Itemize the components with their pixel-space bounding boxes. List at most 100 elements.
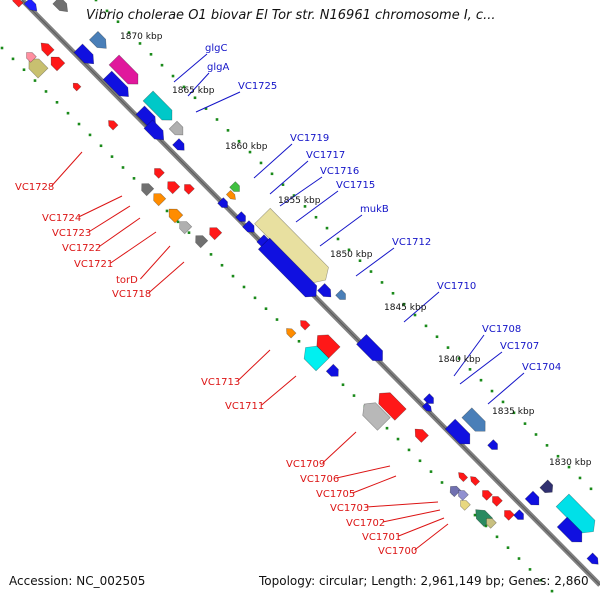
forward-gene-feature[interactable] bbox=[225, 189, 237, 201]
forward-gene-label[interactable]: mukB bbox=[360, 204, 389, 215]
forward-gene-feature[interactable] bbox=[108, 54, 143, 89]
forward-gene-feature[interactable] bbox=[513, 509, 527, 523]
reverse-gene-feature[interactable] bbox=[38, 40, 55, 57]
reverse-gene-feature[interactable] bbox=[106, 118, 119, 131]
forward-gene-label[interactable]: glgA bbox=[207, 62, 229, 73]
forward-gene-feature[interactable] bbox=[52, 0, 71, 15]
reverse-gene-label[interactable]: VC1711 bbox=[225, 401, 264, 412]
reverse-gene-feature[interactable] bbox=[164, 178, 181, 195]
forward-gene-feature[interactable] bbox=[555, 493, 600, 538]
reverse-gene-feature[interactable] bbox=[138, 180, 155, 197]
reverse-gene-label[interactable]: VC1700 bbox=[378, 546, 417, 557]
reverse-gene-feature[interactable] bbox=[502, 508, 515, 521]
reverse-gene-feature[interactable] bbox=[468, 474, 481, 487]
reverse-gene-feature[interactable] bbox=[192, 232, 209, 249]
forward-gene-feature[interactable] bbox=[229, 181, 243, 195]
reverse-gene-label[interactable]: VC1705 bbox=[316, 489, 355, 500]
reverse-gene-feature[interactable] bbox=[484, 516, 497, 529]
forward-gene-label[interactable]: VC1712 bbox=[392, 237, 431, 248]
forward-gene-feature[interactable] bbox=[335, 289, 349, 303]
forward-gene-feature[interactable] bbox=[217, 197, 231, 211]
forward-gene-feature[interactable] bbox=[356, 333, 387, 365]
reverse-gene-label[interactable]: VC1718 bbox=[112, 289, 151, 300]
reverse-gene-feature[interactable] bbox=[152, 166, 165, 179]
tick-dot bbox=[55, 101, 59, 104]
forward-gene-feature[interactable] bbox=[423, 393, 437, 407]
forward-gene-label[interactable]: VC1717 bbox=[306, 150, 345, 161]
forward-gene-label[interactable]: VC1719 bbox=[290, 133, 329, 144]
reverse-gene-feature[interactable] bbox=[490, 494, 503, 507]
reverse-gene-feature[interactable] bbox=[447, 483, 462, 498]
forward-gene-feature[interactable] bbox=[172, 138, 188, 154]
reverse-gene-feature[interactable] bbox=[176, 218, 193, 235]
forward-gene-feature[interactable] bbox=[461, 407, 490, 436]
forward-gene-label[interactable]: VC1715 bbox=[336, 180, 375, 191]
reverse-gene-feature[interactable] bbox=[9, 0, 24, 8]
reverse-gene-feature[interactable] bbox=[24, 50, 37, 63]
reverse-gene-feature[interactable] bbox=[150, 190, 167, 207]
forward-gene-label[interactable]: VC1710 bbox=[437, 281, 476, 292]
reverse-gene-feature[interactable] bbox=[312, 330, 341, 359]
forward-gene-feature[interactable] bbox=[325, 363, 342, 380]
reverse-gene-label[interactable]: VC1701 bbox=[362, 532, 401, 543]
forward-gene-label[interactable]: VC1707 bbox=[500, 341, 539, 352]
tick-dot bbox=[369, 270, 373, 273]
forward-gene-feature[interactable] bbox=[143, 119, 168, 144]
forward-gene-feature[interactable] bbox=[524, 490, 543, 509]
forward-gene-feature[interactable] bbox=[556, 516, 587, 547]
reverse-gene-label[interactable]: VC1706 bbox=[300, 474, 339, 485]
forward-gene-feature[interactable] bbox=[317, 283, 335, 301]
forward-gene-label[interactable]: VC1725 bbox=[238, 81, 277, 92]
reverse-gene-feature[interactable] bbox=[24, 54, 49, 79]
forward-gene-feature[interactable] bbox=[73, 43, 98, 68]
tick-dot bbox=[578, 476, 582, 480]
forward-gene-feature[interactable] bbox=[586, 552, 600, 567]
reverse-gene-feature[interactable] bbox=[206, 224, 223, 241]
reverse-gene-label[interactable]: VC1728 bbox=[15, 182, 54, 193]
reverse-gene-feature[interactable] bbox=[47, 53, 66, 72]
forward-gene-feature[interactable] bbox=[23, 0, 40, 14]
reverse-gene-feature[interactable] bbox=[182, 182, 195, 195]
tick-dot bbox=[22, 68, 26, 72]
reverse-gene-label[interactable]: torD bbox=[116, 275, 138, 286]
tick-dot bbox=[490, 389, 494, 393]
reverse-gene-feature[interactable] bbox=[298, 318, 311, 331]
forward-gene-feature[interactable] bbox=[102, 70, 133, 101]
reverse-gene-feature[interactable] bbox=[71, 81, 82, 92]
forward-gene-feature[interactable] bbox=[168, 120, 187, 139]
reverse-gene-feature[interactable] bbox=[165, 205, 184, 224]
reverse-gene-feature[interactable] bbox=[412, 426, 429, 443]
reverse-gene-feature[interactable] bbox=[456, 488, 469, 501]
reverse-gene-label[interactable]: VC1721 bbox=[74, 259, 113, 270]
reverse-gene-feature[interactable] bbox=[458, 498, 471, 511]
forward-gene-feature[interactable] bbox=[88, 30, 110, 52]
reverse-gene-label[interactable]: VC1722 bbox=[62, 243, 101, 254]
forward-gene-label[interactable]: VC1708 bbox=[482, 324, 521, 335]
reverse-gene-label[interactable]: VC1724 bbox=[42, 213, 81, 224]
reverse-gene-label[interactable]: VC1709 bbox=[286, 459, 325, 470]
forward-gene-feature[interactable] bbox=[142, 90, 177, 125]
reverse-gene-feature[interactable] bbox=[374, 388, 407, 421]
tick-dot bbox=[550, 589, 554, 593]
reverse-gene-feature[interactable] bbox=[480, 488, 493, 501]
forward-gene-label[interactable]: glgC bbox=[205, 43, 227, 54]
leader-line bbox=[487, 372, 525, 405]
reverse-gene-feature[interactable] bbox=[456, 470, 469, 483]
reverse-gene-label[interactable]: VC1723 bbox=[52, 228, 91, 239]
forward-gene-feature[interactable] bbox=[444, 418, 475, 449]
forward-gene-feature[interactable] bbox=[257, 237, 321, 302]
reverse-gene-label[interactable]: VC1703 bbox=[330, 503, 369, 514]
forward-gene-feature[interactable] bbox=[242, 220, 258, 236]
reverse-gene-feature[interactable] bbox=[299, 341, 330, 372]
forward-gene-feature[interactable] bbox=[254, 207, 334, 287]
forward-gene-feature[interactable] bbox=[235, 211, 249, 225]
reverse-gene-label[interactable]: VC1702 bbox=[346, 518, 385, 529]
reverse-gene-feature[interactable] bbox=[358, 398, 391, 431]
forward-gene-feature[interactable] bbox=[539, 479, 556, 496]
forward-gene-feature[interactable] bbox=[487, 439, 501, 453]
reverse-gene-feature[interactable] bbox=[284, 326, 297, 339]
forward-gene-feature[interactable] bbox=[421, 401, 433, 413]
reverse-gene-label[interactable]: VC1713 bbox=[201, 377, 240, 388]
forward-gene-label[interactable]: VC1704 bbox=[522, 362, 561, 373]
forward-gene-label[interactable]: VC1716 bbox=[320, 166, 359, 177]
